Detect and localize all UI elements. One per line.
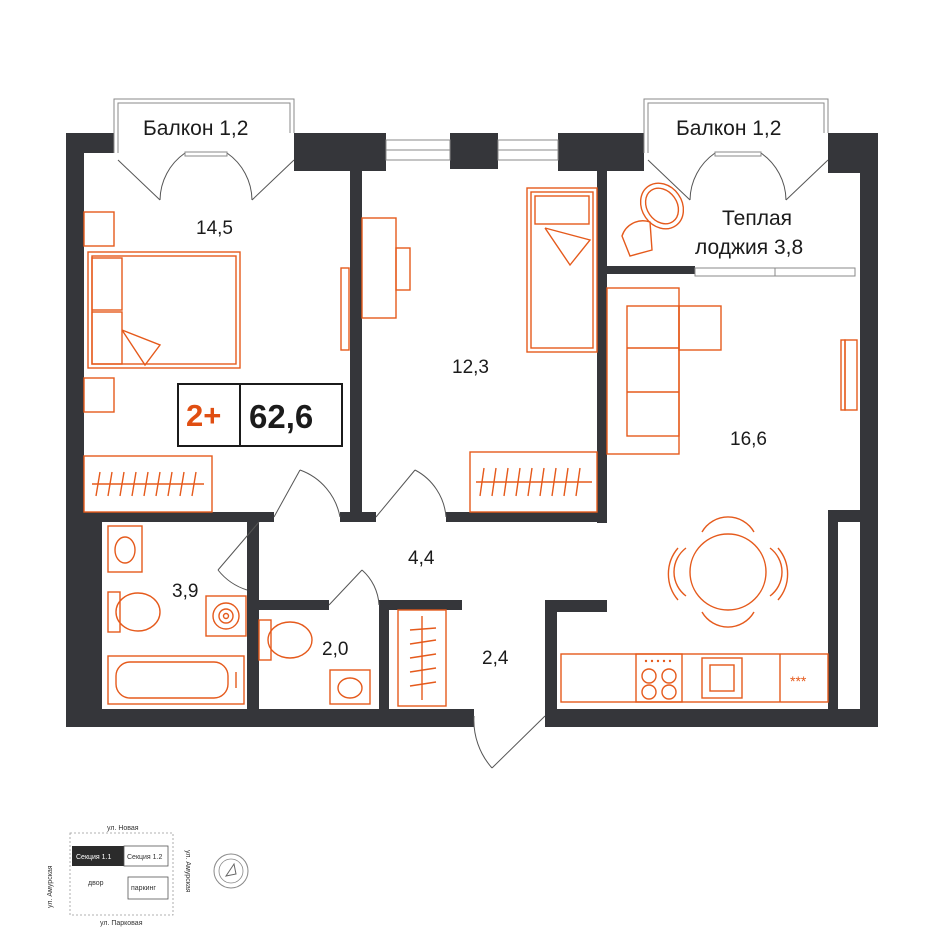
svg-text:***: *** [790,673,807,689]
kitchen-counter [560,653,829,703]
bedroom-left-furniture [83,211,350,513]
room-area-bathroom: 3,9 [172,581,198,602]
street-top: ул. Новая [107,825,139,832]
bedroom-mid-furniture [361,187,598,513]
apartment-badge: 2+ 62,6 [177,383,343,447]
section-other-block [123,845,169,867]
street-left: ул. Амурская [47,865,54,908]
badge-rooms: 2+ [186,398,221,433]
parking-block [127,876,169,900]
room-area-wc: 2,0 [322,639,348,660]
closet-furniture [397,609,447,707]
balcony-left [113,98,295,201]
wardrobe-hangers-mid [476,467,592,497]
loggia-furniture [621,182,685,257]
dining-table [667,516,789,628]
street-right: ул. Амурская [184,850,191,893]
section-active-block [72,846,124,866]
room-area-living: 16,6 [730,429,767,450]
section-active: Секция 1.1 [76,854,112,861]
room-area-entry: 2,4 [482,648,509,669]
badge-area: 62,6 [249,398,313,435]
room-area-hall: 4,4 [408,548,435,569]
loggia-label-line2: лоджия 3,8 [695,236,803,259]
living-furniture [560,287,858,703]
room-area-bedroom-left: 14,5 [196,218,233,239]
loggia-label-line1: Теплая [722,207,792,230]
wardrobe-hangers-left [92,471,204,497]
balcony-right [643,98,829,201]
stove-burner-dots: *** [644,659,807,689]
bathroom-furniture [107,525,247,705]
balcony-left-label: Балкон 1,2 [143,117,248,140]
room-area-bedroom-mid: 12,3 [452,357,489,378]
parking-label: паркинг [131,885,156,892]
windows [385,139,856,277]
compass-icon [213,853,249,889]
balcony-right-label: Балкон 1,2 [676,117,781,140]
doors [217,469,546,769]
site-map: ул. Новая ул. Парковая ул. Амурская ул. … [47,825,249,927]
section-other: Секция 1.2 [127,854,163,861]
street-bottom: ул. Парковая [100,920,143,927]
walls [66,133,878,727]
yard-label: двор [88,880,104,887]
wc-furniture [258,619,371,705]
